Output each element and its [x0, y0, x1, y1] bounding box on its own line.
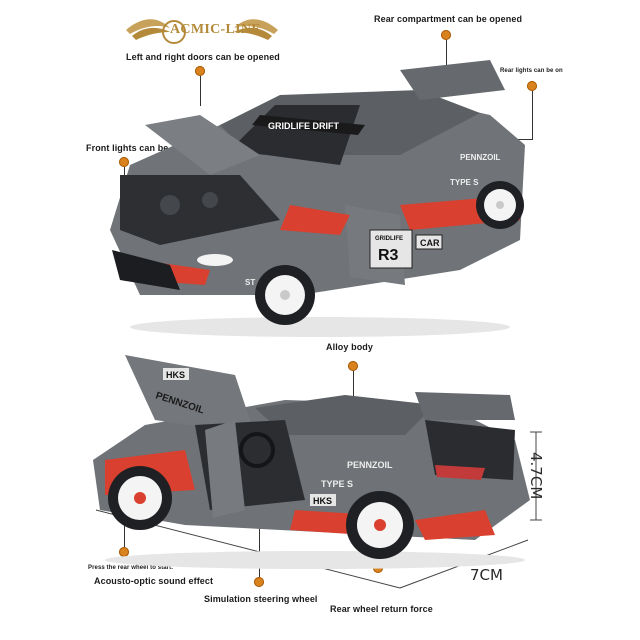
leader-line	[200, 76, 201, 106]
label-alloy-body: Alloy body	[326, 342, 374, 352]
callout-dot-rear-lights	[527, 81, 537, 91]
label-doors: Left and right doors can be opened	[126, 52, 280, 62]
brand-name: ACMIC-LINE	[170, 22, 261, 37]
side-pennzoil: PENNZOIL	[347, 460, 393, 470]
dimension-width: 7CM	[470, 566, 503, 584]
car-front-view: GRIDLIFE DRIFT GRIDLIFE R3 CAR PENNZOIL …	[110, 60, 525, 337]
callout-dot-rear-compartment	[441, 30, 451, 40]
door-number: R3	[378, 247, 399, 264]
label-rear-compartment: Rear compartment can be opened	[374, 14, 523, 24]
leader-line	[446, 40, 447, 80]
brand-logo: ACMIC-LINE	[122, 10, 282, 50]
label-rear-lights: Rear lights can be on	[500, 68, 563, 74]
label-sound-effect: Acousto-optic sound effect	[94, 576, 214, 586]
label-front-lights: Front lights can be on	[86, 143, 183, 153]
side-hks: HKS	[313, 496, 332, 506]
type-s-decal: TYPE S	[450, 178, 479, 187]
callout-dot-steering	[254, 577, 264, 587]
callout-dot-sound	[119, 547, 129, 557]
side-type-s: TYPE S	[321, 479, 353, 489]
callout-dot-front-lights	[119, 157, 129, 167]
label-steering: Simulation steering wheel	[204, 594, 318, 604]
label-rear-wheel: Rear wheel return force	[330, 604, 433, 614]
door-logo: GRIDLIFE	[375, 236, 403, 242]
leader-line	[518, 139, 533, 140]
winged-emblem-icon	[126, 19, 278, 44]
leader-line	[353, 371, 354, 401]
door-side: CAR	[420, 238, 440, 248]
leader-line	[532, 91, 533, 139]
car-rear-view: PENNZOIL HKS PENNZOIL TYPE S HKS	[93, 355, 530, 569]
callout-dot-doors	[195, 66, 205, 76]
label-press-wheel: Press the rear wheel to start.	[88, 565, 174, 571]
hood-hks: HKS	[166, 370, 185, 380]
st-decal: ST	[245, 278, 255, 287]
pennzoil-decal: PENNZOIL	[460, 153, 501, 162]
windshield-banner: GRIDLIFE DRIFT	[268, 121, 339, 131]
leader-line	[124, 520, 125, 547]
callout-dot-alloy-body	[348, 361, 358, 371]
